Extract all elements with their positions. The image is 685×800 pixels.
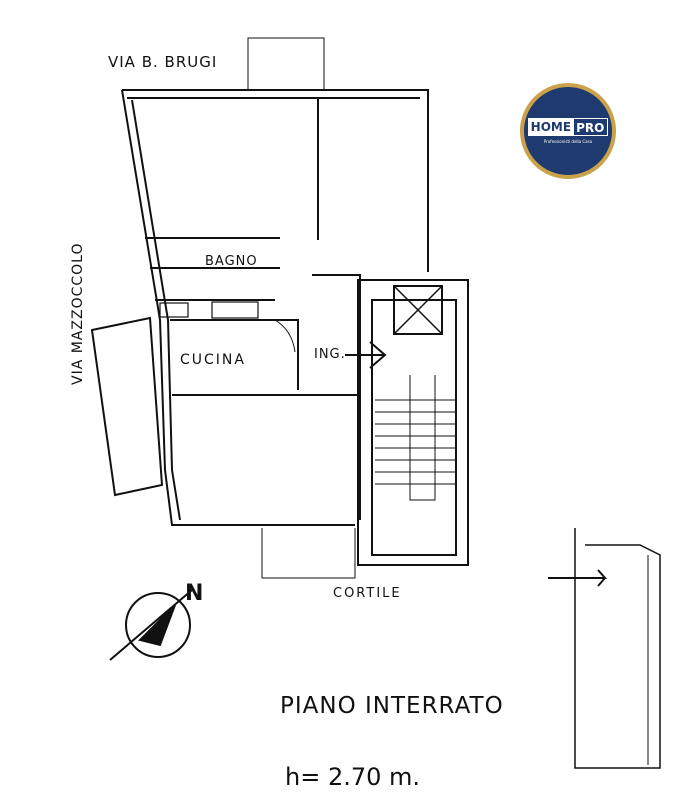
street-top-label: VIA B. BRUGI [108,53,217,71]
logo-tagline: Professionisti della Casa [543,139,593,144]
ceiling-height: h= 2.70 m. [285,763,420,791]
logo-part-home: HOME [527,118,574,136]
street-left-label: VIA MAZZOCCOLO [70,243,86,385]
room-label-ingresso: ING. [314,347,346,362]
external-stair [574,528,661,769]
compass-north-label: N [185,581,203,606]
area-label-cortile: CORTILE [333,586,402,601]
stairs [375,375,455,501]
stair-core [357,279,469,566]
window-top-left [247,37,325,91]
homepro-logo: HOME PRO Professionisti della Casa [520,83,616,179]
left-balcony [90,316,164,497]
room-label-cucina: CUCINA [180,352,246,368]
room-label-bagno: BAGNO [205,254,258,269]
logo-part-pro: PRO [573,118,609,136]
floor-title: PIANO INTERRATO [280,693,504,719]
logo-wordmark: HOME PRO [527,118,609,136]
north-compass [109,589,193,661]
elevator [393,285,443,335]
plan-walls [90,37,661,769]
